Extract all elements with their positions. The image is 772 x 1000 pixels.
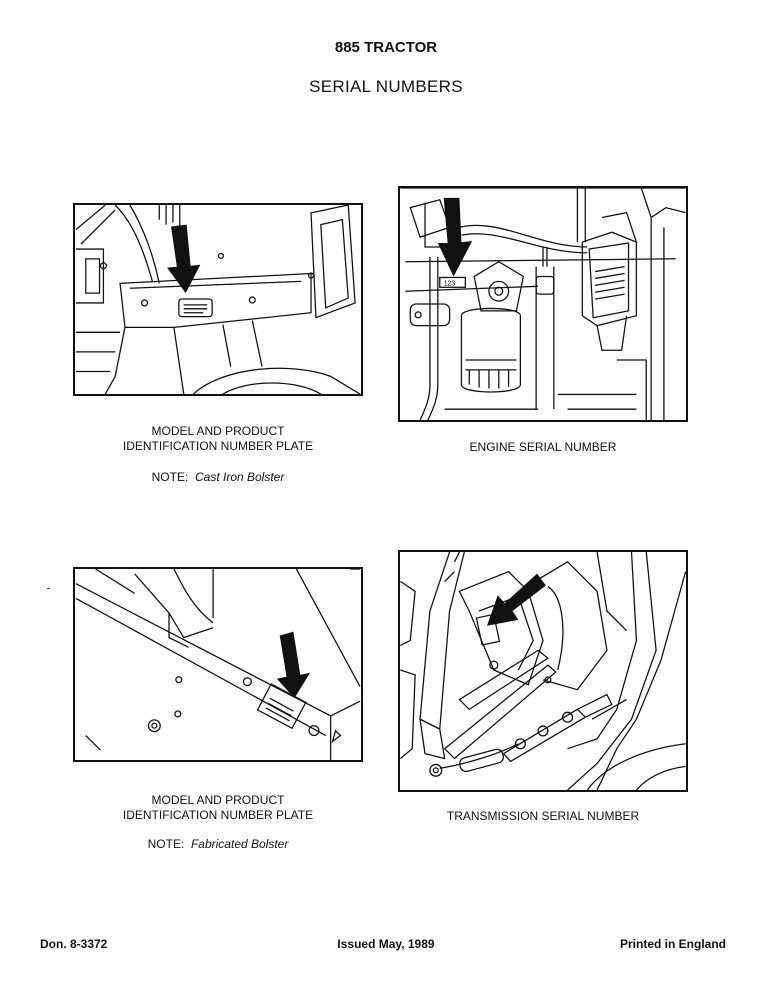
figure-cast-iron-bolster: [73, 203, 363, 396]
page-title: 885 TRACTOR: [334, 39, 438, 56]
page-subtitle: SERIAL NUMBERS: [309, 77, 463, 96]
note-text: Cast Iron Bolster: [194, 470, 285, 484]
figure-3-note: NOTE: Fabricated Bolster: [73, 837, 363, 851]
figure-engine: 123: [398, 186, 688, 422]
engine-illustration: 123: [400, 188, 686, 420]
stray-mark: [47, 588, 50, 589]
note-label: NOTE:: [147, 837, 185, 851]
footer-printed-location: Printed in England: [619, 937, 726, 951]
cast-iron-bolster-illustration: [75, 205, 361, 394]
figure-3-caption-line1: MODEL AND PRODUCT: [151, 793, 285, 807]
fabricated-bolster-illustration: [75, 569, 361, 760]
figure-2-caption-line1: ENGINE SERIAL NUMBER: [469, 440, 617, 454]
engine-plate-text: 123: [444, 280, 456, 287]
figure-fabricated-bolster: [73, 567, 363, 762]
note-label: NOTE:: [151, 470, 189, 484]
note-text: Fabricated Bolster: [190, 837, 289, 851]
figure-2-caption: ENGINE SERIAL NUMBER: [398, 440, 688, 455]
figure-4-caption-line1: TRANSMISSION SERIAL NUMBER: [446, 809, 640, 823]
transmission-illustration: [400, 552, 686, 790]
figure-3-caption: MODEL AND PRODUCT IDENTIFICATION NUMBER …: [73, 793, 363, 823]
figure-transmission: [398, 550, 688, 792]
figure-1-caption-line2: IDENTIFICATION NUMBER PLATE: [122, 439, 314, 453]
footer-issue-date: Issued May, 1989: [337, 937, 435, 951]
figure-4-caption: TRANSMISSION SERIAL NUMBER: [398, 809, 688, 824]
figure-1-caption: MODEL AND PRODUCT IDENTIFICATION NUMBER …: [73, 424, 363, 454]
figure-1-note: NOTE: Cast Iron Bolster: [73, 470, 363, 484]
figure-3-caption-line2: IDENTIFICATION NUMBER PLATE: [122, 808, 314, 822]
footer-document-number: Don. 8-3372: [40, 937, 108, 951]
figure-1-caption-line1: MODEL AND PRODUCT: [151, 424, 285, 438]
